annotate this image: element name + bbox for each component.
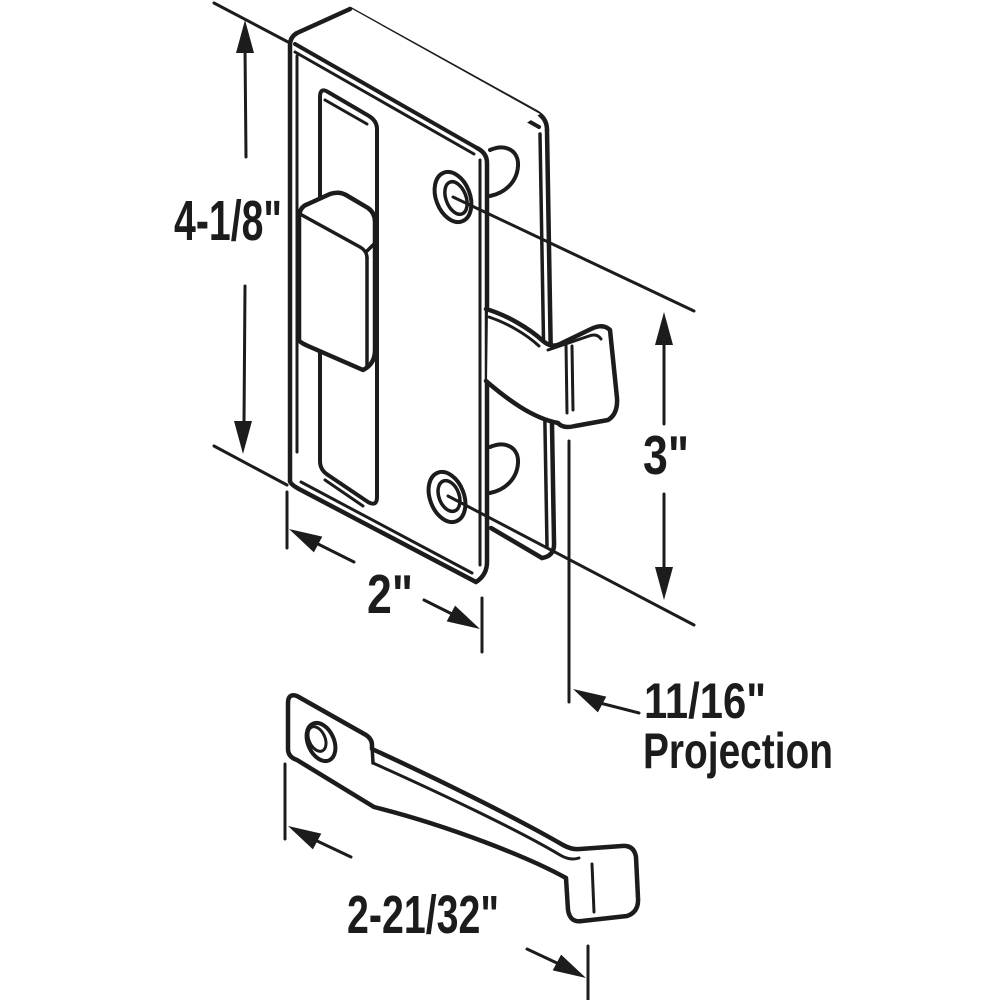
dim-height-arrow-up (236, 20, 254, 53)
face-frame-top-edge-inner (293, 50, 476, 156)
face-frame-left-edge (287, 6, 353, 484)
face-frame (287, 6, 540, 585)
dim-height-arrow-down (234, 421, 252, 454)
face-frame-bottom-edge-inner (299, 480, 474, 575)
dim-projection-shaft (598, 701, 641, 715)
latch-hook-tip-inner-line (546, 333, 603, 352)
dim-width-arrow-right (446, 605, 480, 629)
dim-hole-spacing-arrow-up (655, 312, 673, 345)
pivot-curl-top (488, 145, 521, 198)
dim-strike-length-arrow-left (288, 826, 322, 850)
latch-hook-body (487, 310, 618, 427)
dim-width: 2" (285, 490, 484, 654)
dim-projection-value-label: 11/16" (644, 673, 766, 729)
dim-strike-length-arrow-right (552, 954, 586, 978)
dim-strike-length-shaft-left (313, 838, 353, 859)
dim-hole-spacing-arrow-down (655, 567, 673, 600)
dim-height-label: 4-1/8" (174, 189, 282, 253)
screw-hole-bottom-inner (436, 478, 462, 514)
screw-hole-top-inner (443, 179, 469, 217)
dim-hole-spacing-ext-bottom (446, 494, 696, 627)
latch-assembly-drawing (287, 6, 620, 585)
dim-height-line-lower (242, 284, 247, 426)
screw-hole-bottom (426, 469, 468, 525)
face-frame-bottom-edge (287, 478, 479, 585)
slider-slot-opening (318, 88, 379, 506)
dim-width-shaft-right (422, 598, 454, 616)
slider-thumb-depth-tick (365, 242, 376, 253)
dim-projection-arrow (573, 689, 607, 713)
latch-hook-fold-line-2 (570, 344, 575, 412)
dim-hole-spacing-label: 3" (643, 424, 689, 486)
slider-thumb-outline (296, 190, 378, 373)
face-frame-right-edge (473, 145, 490, 585)
latch-hook-fold-line-1 (564, 341, 569, 415)
dim-width-label: 2" (367, 563, 413, 625)
latch-hook (483, 306, 620, 430)
slider-thumb (296, 190, 378, 373)
strike-bar-hole-outer (304, 720, 338, 764)
latch-hook-outline (483, 306, 620, 430)
dim-strike-length: 2-21/32" (283, 762, 590, 1000)
screw-hole-bottom-outer (426, 469, 468, 525)
dim-hole-spacing: 3" (446, 195, 696, 627)
screw-hole-top (432, 169, 474, 225)
strike-bar-step-line (370, 743, 375, 765)
dim-height-ext-bottom (212, 444, 289, 487)
dim-height: 4-1/8" (174, 1, 290, 487)
strike-bar-top-inner-line (371, 761, 581, 861)
latch-hook-thickness-line (487, 315, 541, 348)
strike-bar-drawing (285, 693, 641, 924)
strike-bar-hole-inner (306, 725, 328, 753)
face-frame-top-edge (293, 42, 479, 150)
slider-slot-bottom-inner (323, 478, 365, 508)
face-frame-body (290, 9, 540, 583)
dim-strike-length-shaft-right (525, 947, 561, 966)
dim-projection: 11/16" Projection (567, 439, 833, 779)
dim-width-arrow-left (289, 529, 323, 553)
dim-projection-word-label: Projection (643, 723, 833, 779)
screw-hole-top-outer (432, 169, 474, 225)
dim-height-line-upper (243, 46, 248, 159)
dim-width-shaft-left (314, 541, 356, 564)
dim-strike-length-label: 2-21/32" (347, 885, 499, 945)
dim-height-ext-top (212, 1, 290, 44)
dim-hole-spacing-ext-top (451, 195, 696, 313)
strike-bar-outline (285, 693, 641, 924)
strike-bar-hook-fold-line (590, 862, 596, 914)
back-plate-bottom-edge (488, 525, 545, 561)
pivot-curl-bottom (488, 442, 521, 495)
strike-bar-hole (304, 720, 338, 764)
slider-slot-top-inner (323, 98, 369, 126)
